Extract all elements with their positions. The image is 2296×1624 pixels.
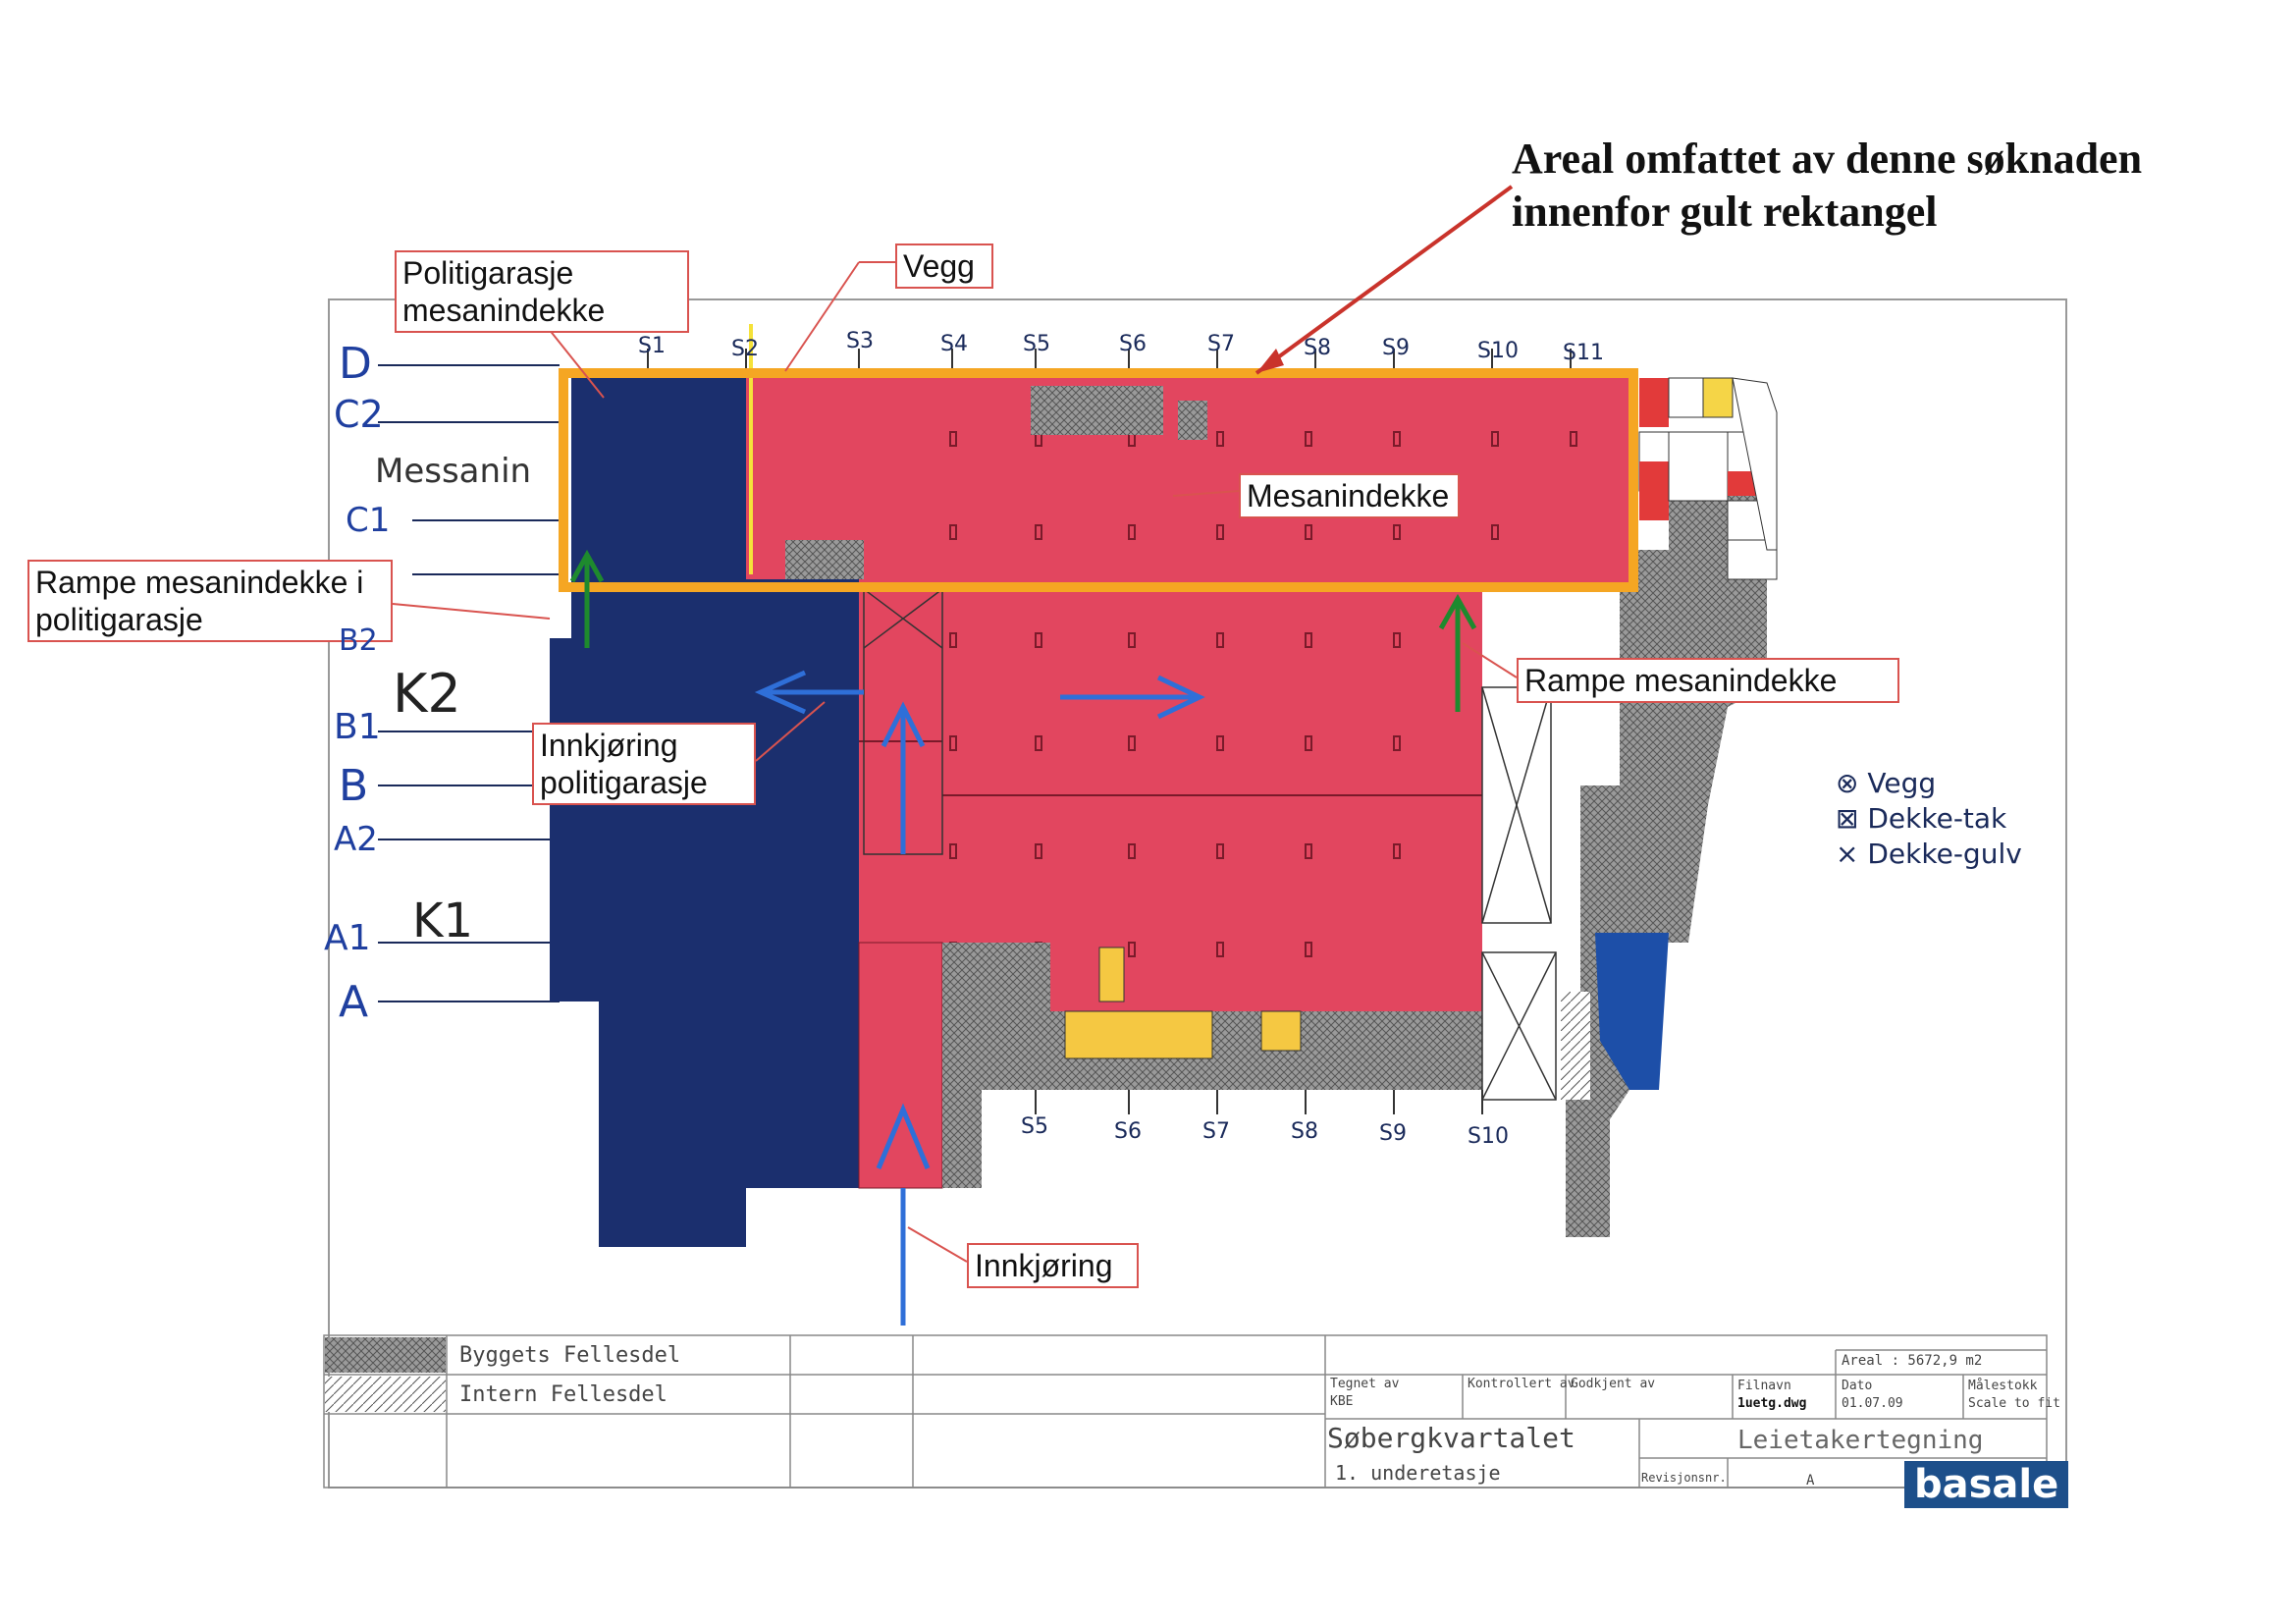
- yellow-rooms: [1064, 947, 1302, 1059]
- application-area-rectangle: [559, 368, 1638, 592]
- legend-row: × Dekke-gulv: [1836, 837, 2022, 872]
- column-label: S3: [846, 329, 874, 353]
- callout-innkjoring: Innkjøring: [967, 1243, 1139, 1288]
- row-label-c2: C2: [334, 393, 384, 436]
- godkjent-av-label: Godkjent av: [1571, 1377, 1656, 1391]
- project-name: Søbergkvartalet: [1327, 1422, 1575, 1454]
- row-label-b1: B1: [334, 707, 381, 747]
- title-block-frame: [323, 1334, 2048, 1489]
- legend-row: ⊗ Vegg: [1836, 766, 2022, 801]
- column-label: S4: [940, 332, 968, 356]
- right-rooms: [1595, 377, 1778, 1090]
- callout-text: politigarasje: [540, 765, 708, 800]
- callout-leaders: [392, 261, 1518, 1263]
- column-label: S9: [1379, 1121, 1407, 1146]
- column-label: S7: [1202, 1119, 1230, 1144]
- wall-symbol-icon: ⊗: [1836, 767, 1859, 799]
- ramp-arrows: [569, 549, 1477, 712]
- dato-label: Dato: [1842, 1379, 1873, 1393]
- row-label-b: B: [339, 761, 369, 811]
- traffic-arrows: [754, 670, 1205, 1326]
- row-label-a2: A2: [334, 820, 378, 859]
- legend-swatch-felles: [325, 1337, 446, 1373]
- grid-row-lines: [378, 364, 560, 1002]
- filnavn-label: Filnavn: [1737, 1379, 1791, 1393]
- heading-line-1: Areal omfattet av denne søknaden: [1512, 135, 2143, 183]
- legend-label: Vegg: [1867, 767, 1937, 799]
- blue-room-right: [1595, 933, 1669, 1090]
- column-label: S10: [1477, 339, 1519, 363]
- column-label: S9: [1382, 336, 1410, 360]
- callout-text: Politigarasje: [402, 255, 574, 291]
- floor-name: 1. underetasje: [1335, 1461, 1501, 1485]
- floor-symbol-icon: ×: [1836, 838, 1859, 870]
- callout-vegg: Vegg: [895, 244, 993, 289]
- row-label-a1: A1: [324, 918, 371, 958]
- column-label: S1: [638, 334, 666, 358]
- column-label: S8: [1304, 336, 1331, 360]
- callout-text: mesanindekke: [402, 293, 606, 328]
- callout-rampe-politigarasje: Rampe mesanindekke i politigarasje: [27, 560, 393, 642]
- tegnet-av-label: Tegnet av: [1330, 1377, 1400, 1391]
- legend-byggets-fellesdel: Byggets Fellesdel: [459, 1343, 681, 1368]
- callout-text: politigarasje: [35, 602, 203, 637]
- malestokk-label: Målestokk: [1968, 1379, 2038, 1393]
- callout-politigarasje-mesanindekke: Politigarasje mesanindekke: [395, 250, 689, 333]
- callout-rampe-mesanindekke: Rampe mesanindekke: [1517, 658, 1899, 703]
- row-label-k1: K1: [412, 893, 474, 948]
- callout-text: Rampe mesanindekke i: [35, 565, 364, 600]
- police-garage-area: [550, 375, 859, 1247]
- kontrollert-av-label: Kontrollert av: [1468, 1377, 1575, 1391]
- column-label: S6: [1114, 1119, 1142, 1144]
- column-label: S6: [1119, 332, 1147, 356]
- heading-line-2: innenfor gult rektangel: [1512, 188, 1938, 236]
- legend-row: ⊠ Dekke-tak: [1836, 801, 2022, 837]
- open-areas: [863, 588, 1557, 1101]
- row-label-messanin: Messanin: [375, 452, 532, 491]
- row-label-d: D: [339, 339, 372, 389]
- legend-label: Dekke-tak: [1867, 802, 2007, 835]
- column-label: S8: [1291, 1119, 1318, 1144]
- row-label-k2: K2: [393, 663, 461, 725]
- revisjon-value: A: [1806, 1473, 1815, 1489]
- column-label: S5: [1023, 332, 1050, 356]
- column-label: S11: [1563, 341, 1604, 365]
- row-label-b2: B2: [339, 623, 378, 658]
- basale-logo: basale: [1904, 1461, 2069, 1508]
- column-label: S10: [1468, 1124, 1509, 1149]
- symbol-legend: ⊗ Vegg ⊠ Dekke-tak × Dekke-gulv: [1836, 766, 2022, 872]
- revisjon-label: Revisjonsnr.: [1641, 1471, 1727, 1485]
- callout-mesanindekke: Mesanindekke: [1239, 473, 1460, 518]
- legend-intern-fellesdel: Intern Fellesdel: [459, 1382, 667, 1407]
- row-label-a: A: [339, 977, 369, 1027]
- column-label: S7: [1207, 332, 1235, 356]
- callout-text: Innkjøring: [540, 728, 678, 763]
- column-label: S2: [731, 337, 759, 361]
- legend-label: Dekke-gulv: [1867, 838, 2022, 870]
- legend-swatch-intern: [325, 1377, 446, 1412]
- malestokk-value: Scale to fit: [1968, 1396, 2060, 1411]
- dato-value: 01.07.09: [1842, 1396, 1903, 1411]
- drawing-type: Leietakertegning: [1737, 1426, 1984, 1455]
- callout-innkjoring-politigarasje: Innkjøring politigarasje: [532, 723, 756, 805]
- areal-value: Areal : 5672,9 m2: [1842, 1353, 1983, 1369]
- row-label-c1: C1: [346, 501, 391, 540]
- column-label: S5: [1021, 1114, 1048, 1139]
- ceiling-symbol-icon: ⊠: [1836, 802, 1859, 835]
- heading-arrow: [1255, 185, 1514, 375]
- tegnet-av-value: KBE: [1330, 1394, 1354, 1409]
- filnavn-value: 1uetg.dwg: [1737, 1396, 1807, 1411]
